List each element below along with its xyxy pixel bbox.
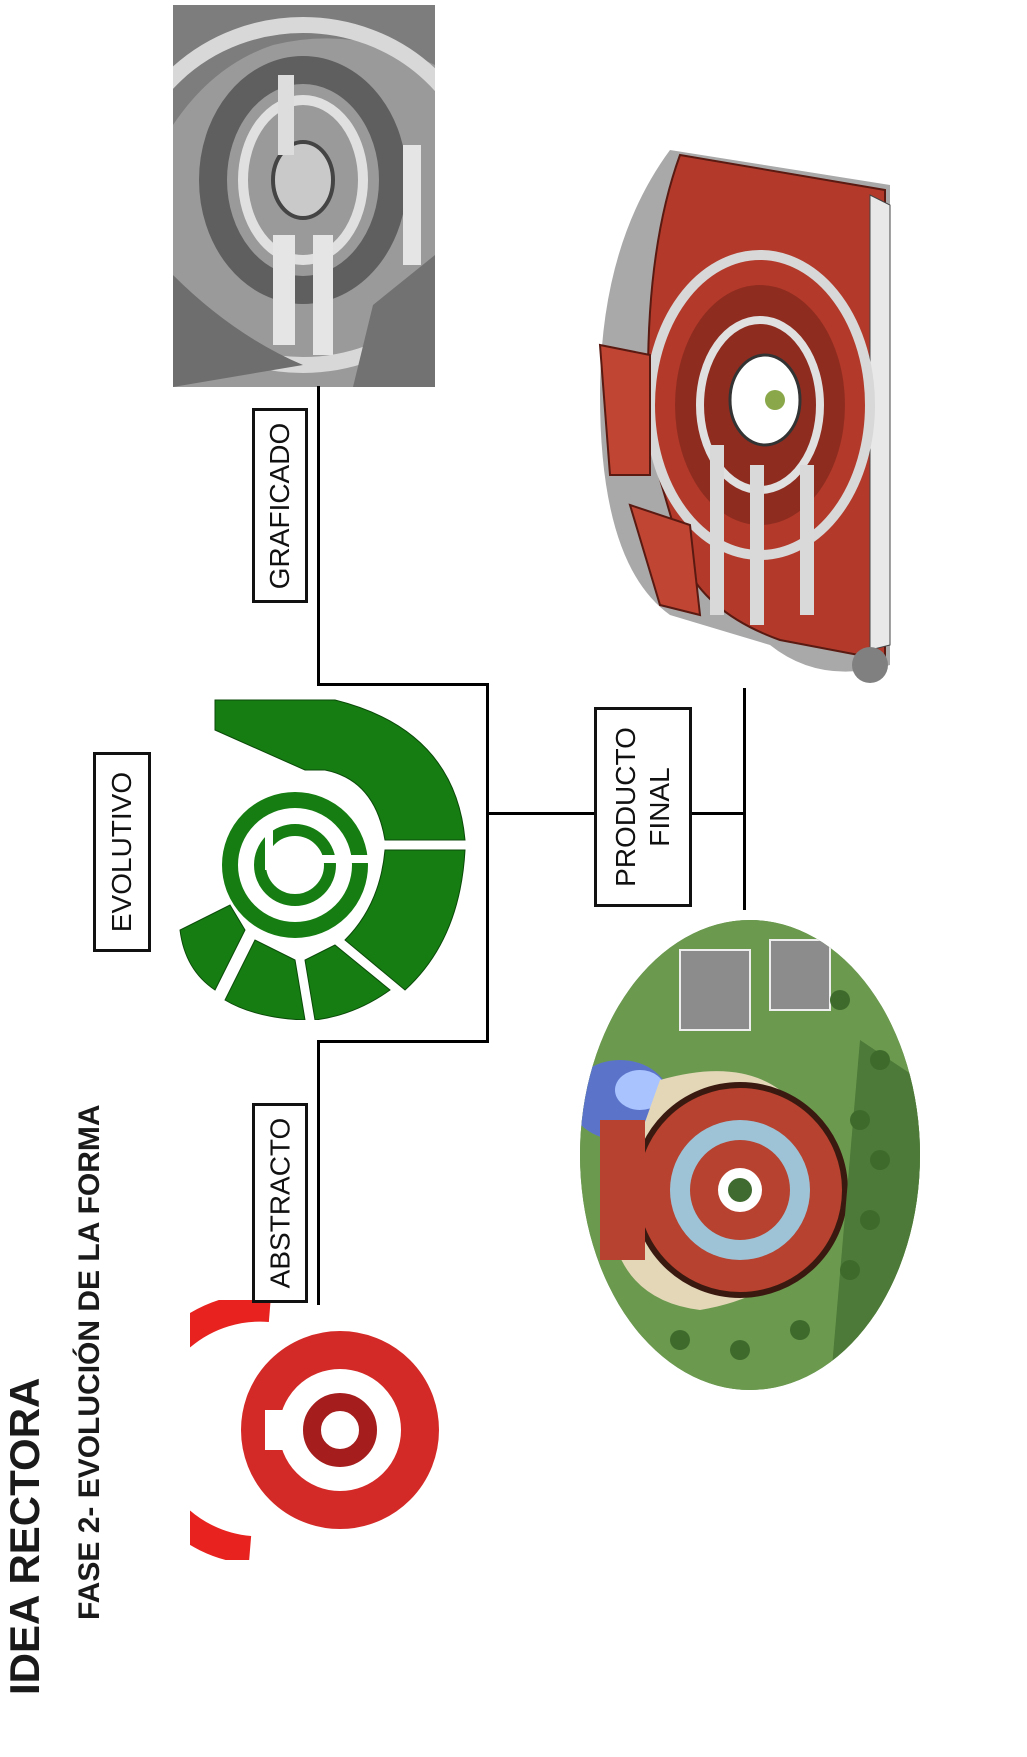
label-graficado: GRAFICADO [252,408,308,603]
page-title: IDEA RECTORA [1,1377,48,1695]
connector-line [317,1040,489,1043]
label-graficado-text: GRAFICADO [264,422,295,589]
label-final-text: FINAL [644,767,675,847]
label-abstracto-text: ABSTRACTO [264,1117,295,1289]
label-producto-final: PRODUCTO FINAL [594,707,692,907]
label-abstracto: ABSTRACTO [252,1103,308,1303]
connector-line [486,683,489,1043]
connector-line [317,683,489,686]
connector-line [317,1040,320,1305]
label-producto-final-text: PRODUCTO FINAL [609,727,677,887]
abstract-shape [190,1300,439,1560]
connector-line [317,386,320,686]
label-producto-text: PRODUCTO [610,727,641,887]
site-plan-image [580,920,920,1390]
connector-line [743,688,746,910]
label-evolutivo-text: EVOLUTIVO [106,771,138,933]
building-render-image [590,145,910,685]
page-subtitle: FASE 2- EVOLUCIÓN DE LA FORMA [73,1104,106,1620]
evolutive-shape [179,699,466,1020]
label-evolutivo: EVOLUTIVO [93,752,151,952]
sketch-image [173,5,435,387]
